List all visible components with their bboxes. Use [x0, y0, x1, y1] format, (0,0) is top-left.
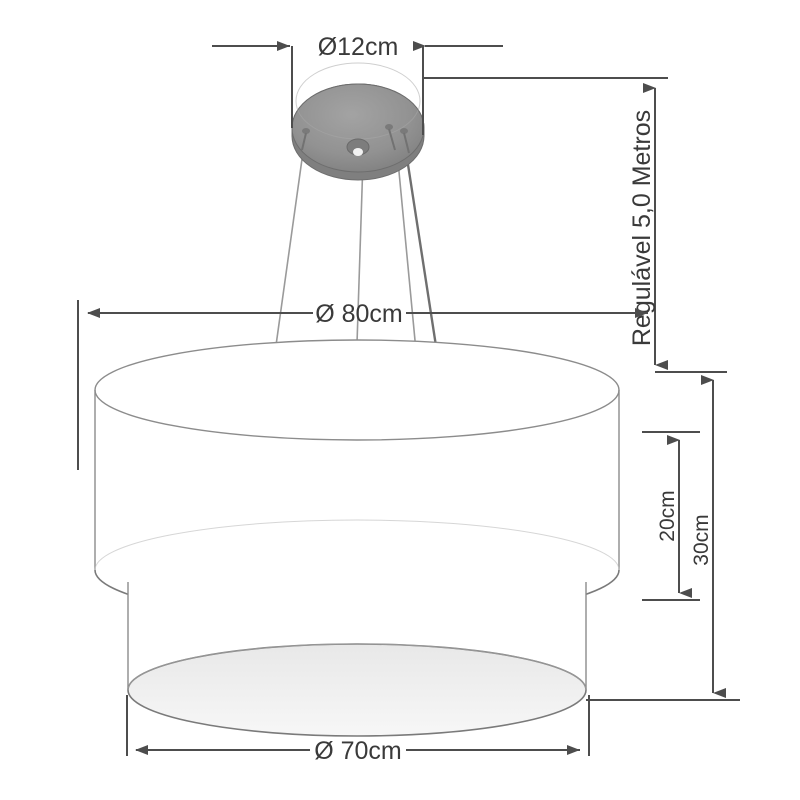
canopy-diameter-label: Ø12cm: [318, 33, 399, 61]
upper-height-label: 20cm: [656, 490, 679, 541]
total-height-label: 30cm: [690, 514, 713, 565]
upper-cylinder-shade: [94, 339, 620, 621]
upper-diameter-label: Ø 80cm: [315, 300, 403, 328]
bottom-diffuser-opening: [127, 643, 587, 737]
lower-cylinder-shade: [127, 582, 587, 737]
dimension-suspension-height: Regulável 5,0 Metros: [423, 77, 727, 373]
dimension-upper-diameter: Ø 80cm: [77, 300, 648, 470]
suspension-height-label: Regulável 5,0 Metros: [628, 110, 656, 346]
lower-diameter-label: Ø 70cm: [314, 737, 402, 765]
dimension-canopy-diameter: Ø12cm: [212, 33, 503, 135]
dimension-upper-height: 20cm: [642, 431, 700, 601]
dimension-total-height: 30cm: [586, 375, 740, 701]
dimension-lower-diameter: Ø 70cm: [126, 695, 590, 765]
ceiling-canopy: [291, 62, 425, 181]
suspension-cables: [271, 139, 442, 375]
